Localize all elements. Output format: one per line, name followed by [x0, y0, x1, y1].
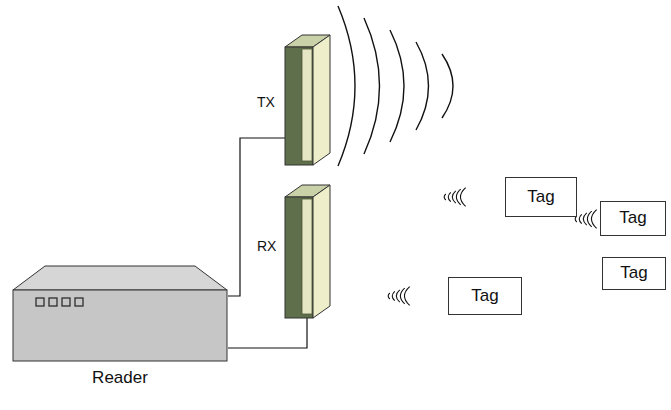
- tag-wave: [579, 214, 582, 223]
- tag-label: Tag: [527, 188, 554, 207]
- tag-label: Tag: [471, 287, 498, 306]
- tag-wave: [392, 291, 395, 300]
- antenna-label: RX: [257, 239, 276, 254]
- tx-wave: [390, 30, 404, 142]
- tag-wave: [404, 287, 409, 306]
- device-label: Reader: [92, 369, 148, 388]
- reader-device: [12, 265, 228, 362]
- cable: [228, 318, 307, 348]
- tx-wave: [364, 18, 380, 154]
- tag-wave: [591, 210, 596, 229]
- tag-label: Tag: [619, 209, 646, 228]
- tx-wave: [338, 6, 355, 166]
- antenna-panel: [285, 35, 330, 165]
- tag-box: Tag: [602, 257, 666, 290]
- tx-wave: [416, 42, 429, 130]
- tx-wave: [442, 54, 453, 118]
- antenna: RX: [285, 185, 330, 318]
- tag-label: Tag: [620, 264, 647, 283]
- tag-box: Tag: [600, 201, 666, 236]
- tag-box: Tag: [448, 277, 522, 315]
- reader-box: Reader: [12, 265, 228, 362]
- tag-wave: [396, 290, 399, 302]
- tag-box: Tag: [505, 177, 577, 217]
- cable: [228, 138, 285, 296]
- tag-wave: [448, 192, 451, 201]
- tag-wave: [452, 191, 455, 203]
- tag-wave: [460, 188, 465, 207]
- tag-wave: [583, 213, 586, 225]
- tag-wave: [388, 293, 390, 299]
- antenna-panel: [285, 185, 330, 318]
- antenna-label: TX: [257, 95, 275, 110]
- antenna: TX: [285, 35, 330, 165]
- tag-wave: [444, 194, 446, 200]
